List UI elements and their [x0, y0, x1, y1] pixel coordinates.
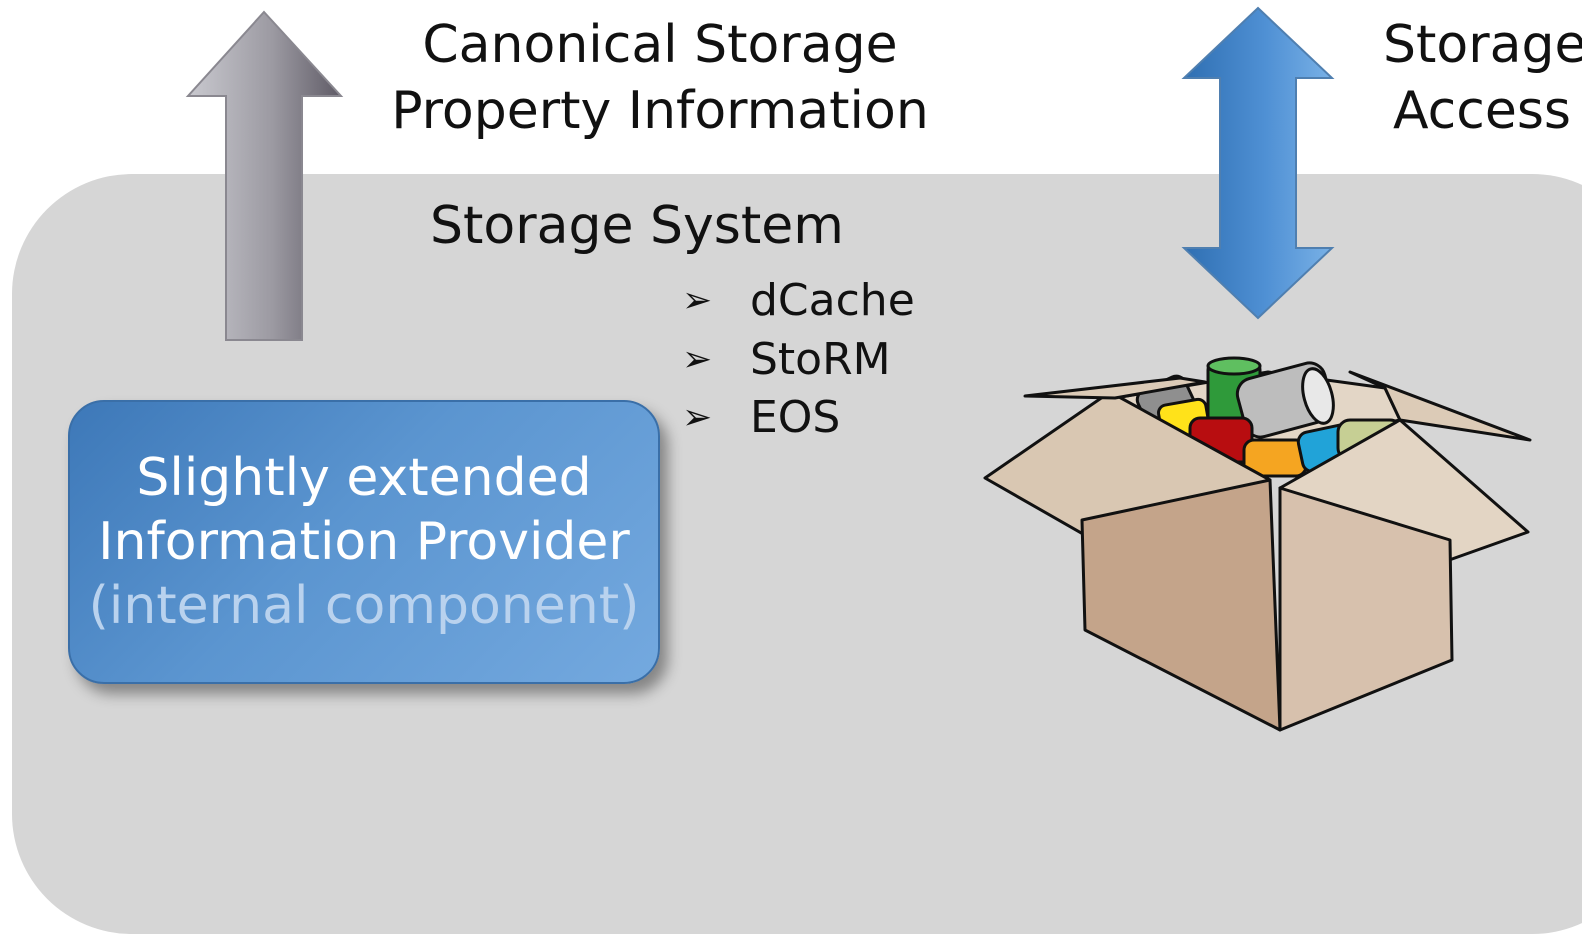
arrowhead-bullet-icon: ➢: [682, 338, 713, 380]
system-storm: StoRM: [750, 333, 891, 385]
storage-access-label: Storage Access: [1383, 12, 1582, 144]
provider-line3: (internal component): [88, 576, 640, 636]
arrowhead-bullet-icon: ➢: [682, 397, 713, 438]
system-eos: EOS: [750, 392, 841, 443]
list-item: ➢ dCache: [682, 272, 915, 331]
storage-access-line1: Storage: [1383, 15, 1582, 75]
canonical-info-label: Canonical Storage Property Information: [360, 12, 960, 144]
information-provider-box: Slightly extended Information Provider (…: [68, 400, 660, 684]
provider-line2: Information Provider: [98, 512, 630, 572]
storage-system-title: Storage System: [430, 196, 844, 256]
storage-access-line2: Access: [1393, 81, 1572, 141]
storage-system-list: ➢ dCache ➢ StoRM ➢ EOS: [682, 272, 915, 448]
bidirectional-arrow-icon: [1181, 6, 1335, 320]
open-box-with-cans-illustration: [983, 356, 1532, 732]
provider-line1: Slightly extended: [136, 448, 592, 508]
diagram-graphics: [185, 6, 1532, 732]
list-item: ➢ StoRM: [682, 331, 915, 390]
system-dcache: dCache: [750, 275, 915, 326]
canonical-label-line1: Canonical Storage: [422, 15, 898, 75]
list-item: ➢ EOS: [682, 389, 915, 448]
arrowhead-bullet-icon: ➢: [682, 280, 713, 321]
upward-arrow-icon: [185, 10, 344, 341]
canonical-label-line2: Property Information: [391, 81, 929, 141]
